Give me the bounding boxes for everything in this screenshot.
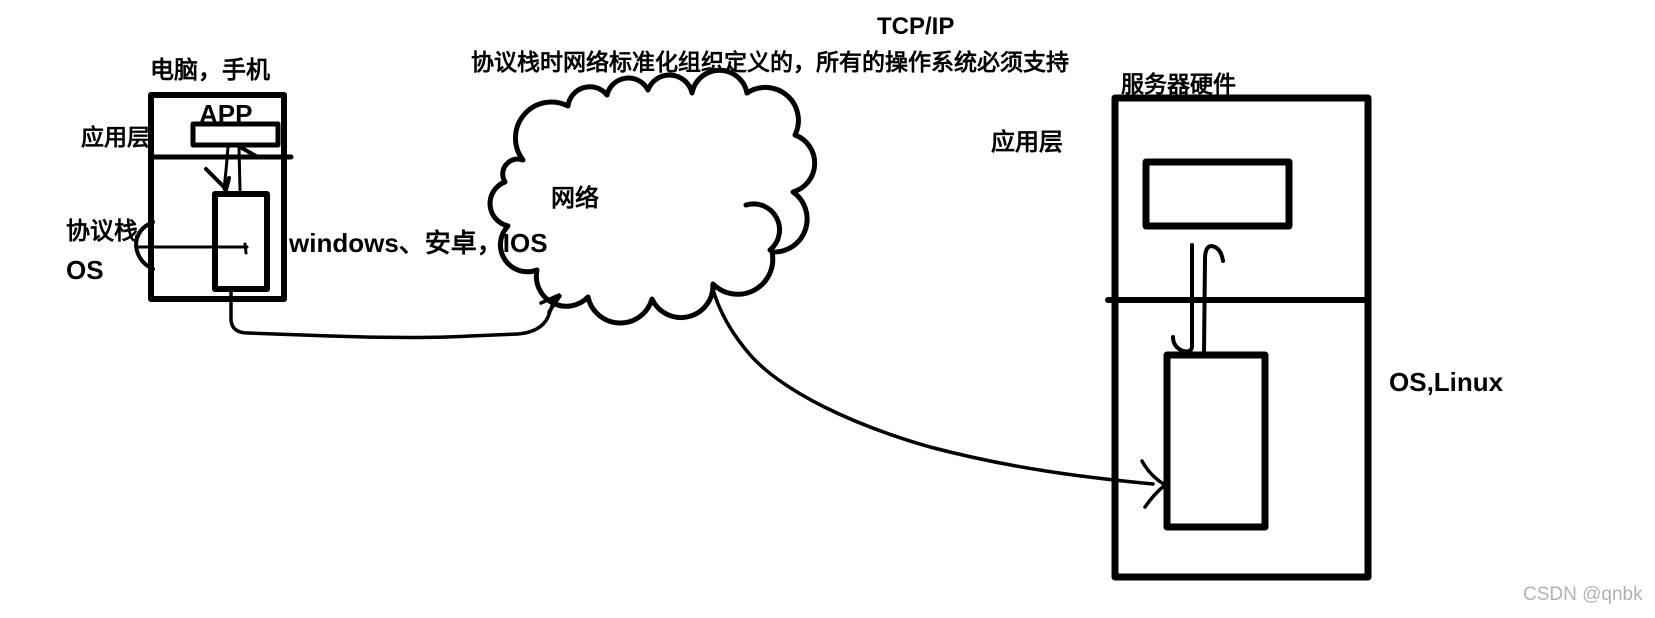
server-os-label: OS,Linux xyxy=(1389,367,1504,397)
client-app-rect xyxy=(190,121,281,148)
client-arrow-up-line xyxy=(237,145,242,192)
protocol-note: 协议栈时网络标准化组织定义的，所有的操作系统必须支持 xyxy=(471,49,1069,75)
network-label: 网络 xyxy=(551,185,599,212)
client-stack-rect xyxy=(212,191,270,292)
cloud-to-server-arrowhead xyxy=(1140,459,1167,509)
client-to-cloud-link xyxy=(229,287,557,340)
client-os-examples-label: windows、安卓，IOS xyxy=(289,228,548,258)
tcp-ip-label: TCP/IP xyxy=(877,13,955,40)
client-box xyxy=(148,92,287,302)
server-stack-rect xyxy=(1163,351,1269,531)
client-arrow-up-head xyxy=(238,145,258,158)
client-arrow-down-head xyxy=(204,167,231,192)
csdn-watermark: CSDN @qnbk xyxy=(1523,584,1643,605)
client-os-label: OS xyxy=(66,255,104,285)
client-title: 电脑，手机 xyxy=(150,57,270,84)
client-to-cloud-arrowhead xyxy=(539,293,562,314)
stack-pointer-head xyxy=(134,220,155,271)
server-app-rect xyxy=(1142,158,1293,230)
stack-pointer-line xyxy=(134,242,249,255)
client-app-label: APP xyxy=(199,99,253,129)
server-arrow-down xyxy=(1171,243,1194,354)
server-arrow-up xyxy=(1202,244,1225,355)
cloud-to-server-link xyxy=(710,284,1155,486)
network-cloud xyxy=(487,67,818,326)
server-app-layer-label: 应用层 xyxy=(991,129,1063,156)
server-box xyxy=(1111,94,1372,581)
client-protocol-stack-label: 协议栈 xyxy=(66,218,138,245)
network-cloud-curl xyxy=(743,201,782,253)
client-app-layer-label: 应用层 xyxy=(81,124,150,150)
server-title: 服务器硬件 xyxy=(1121,71,1236,97)
